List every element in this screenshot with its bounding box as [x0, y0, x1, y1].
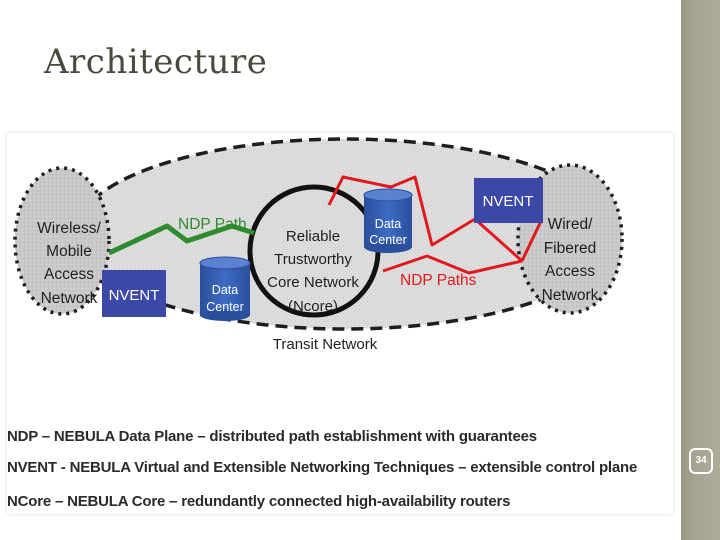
wireless-access-network-cloud: [13, 166, 111, 316]
core-network-label-2: Trustworthy: [274, 251, 352, 268]
right-network-label-3: Access: [545, 263, 595, 280]
data-center-icon: Data Center: [199, 256, 251, 321]
data-center-label-1: Data: [212, 283, 238, 297]
legend-ncore: NCore – NEBULA Core – redundantly connec…: [7, 493, 511, 510]
ndp-paths-label: NDP Paths: [400, 272, 477, 289]
left-network-label-3: Access: [44, 266, 94, 283]
core-network-label-3: Core Network: [267, 274, 359, 291]
architecture-diagram: Data Center Data Center NVENT NVENT Wire…: [13, 137, 624, 353]
left-network-label-4: Network: [41, 290, 98, 307]
left-network-label-1: Wireless/: [37, 220, 101, 237]
slide-title: Architecture: [44, 42, 268, 82]
wired-access-network-cloud: [516, 163, 624, 315]
nvent-box-left: NVENT: [102, 270, 166, 317]
ndp-path-label: NDP Path: [178, 216, 247, 233]
slide-side-bar: [681, 0, 720, 540]
data-center-label-2: Center: [369, 233, 407, 247]
data-center-label-1: Data: [375, 217, 401, 231]
transit-network-label: Transit Network: [273, 336, 378, 353]
right-network-label-4: Network: [542, 287, 599, 304]
nvent-box-right: NVENT: [474, 178, 543, 223]
core-network-label-1: Reliable: [286, 228, 340, 245]
page-number: 34: [689, 448, 713, 474]
architecture-figure: Data Center Data Center NVENT NVENT Wire…: [7, 133, 673, 514]
nvent-label: NVENT: [109, 287, 160, 304]
right-network-label-2: Fibered: [544, 240, 597, 257]
legend-nvent: NVENT - NEBULA Virtual and Extensible Ne…: [7, 459, 638, 476]
nvent-label: NVENT: [483, 193, 534, 210]
left-network-label-2: Mobile: [46, 243, 92, 260]
ndp-path-green-line: [107, 223, 255, 256]
ndp-path-red-nvent: [520, 218, 544, 262]
core-network-label-4: (Ncore): [288, 298, 338, 315]
data-center-icon: Data Center: [363, 188, 413, 253]
legend-ndp: NDP – NEBULA Data Plane – distributed pa…: [7, 428, 537, 445]
ndp-path-red-lower: [382, 254, 523, 275]
data-center-label-2: Center: [206, 300, 244, 314]
right-network-label-1: Wired/: [548, 216, 593, 233]
